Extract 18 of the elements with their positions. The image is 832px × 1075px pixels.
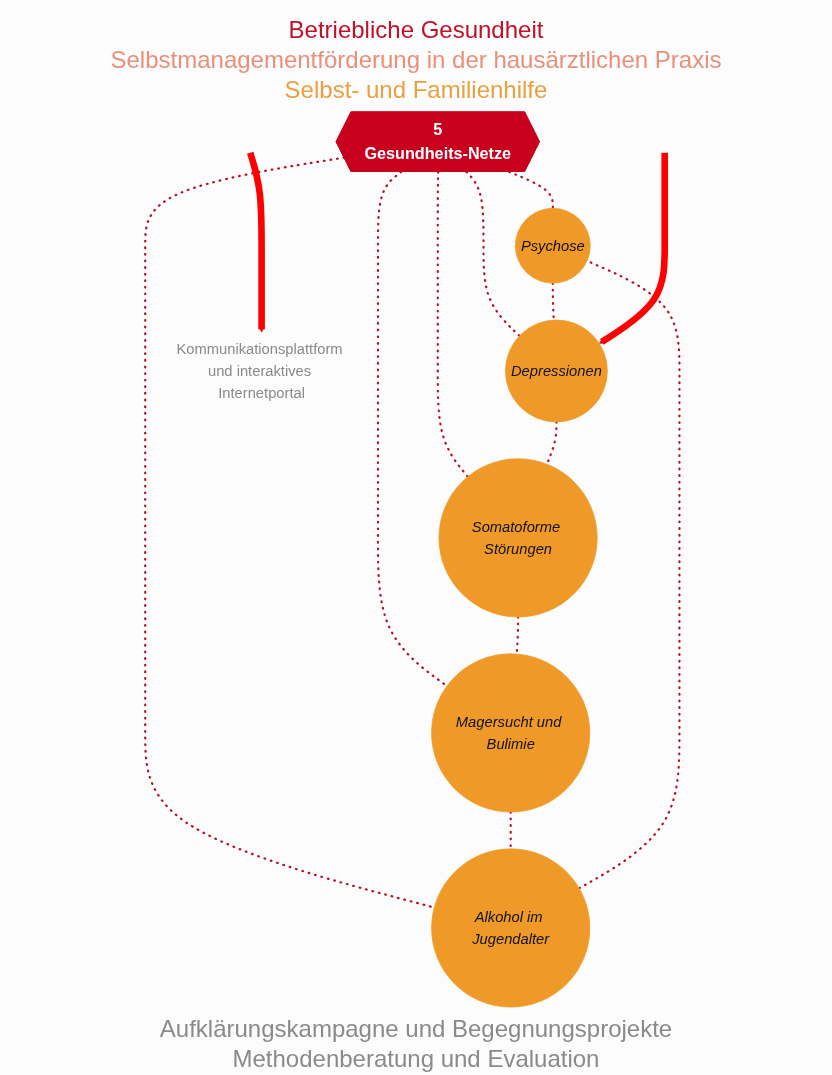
arrow [247, 151, 265, 333]
arc-text: Selbstmanagementförderung in der hausärztlichen Praxis [110, 46, 722, 74]
node-circle: Alkohol im Jugendalter [431, 848, 591, 1008]
node-circle: Depressionen [505, 319, 608, 423]
arc-text: Aufklärungskampagne und Begegnungsprojekte [159, 1015, 673, 1043]
connector [578, 259, 681, 890]
connector [436, 170, 469, 478]
connector [465, 170, 521, 337]
connector [509, 810, 512, 850]
arrow [599, 152, 669, 345]
node-text: Kommunikationsplattform und interaktives Internetportal [176, 340, 343, 402]
node-circle: Somatoforme Störungen [438, 458, 598, 618]
node-circle: Magersucht und Bulimie [431, 653, 591, 813]
arc-text: Methodenberatung und Evaluation [231, 1045, 601, 1073]
node-circle: Psychose [515, 207, 591, 284]
arc-text: Betriebliche Gesundheit [287, 16, 545, 44]
connector [508, 170, 554, 210]
arc-text: Selbst- und Familienhilfe [283, 76, 549, 104]
